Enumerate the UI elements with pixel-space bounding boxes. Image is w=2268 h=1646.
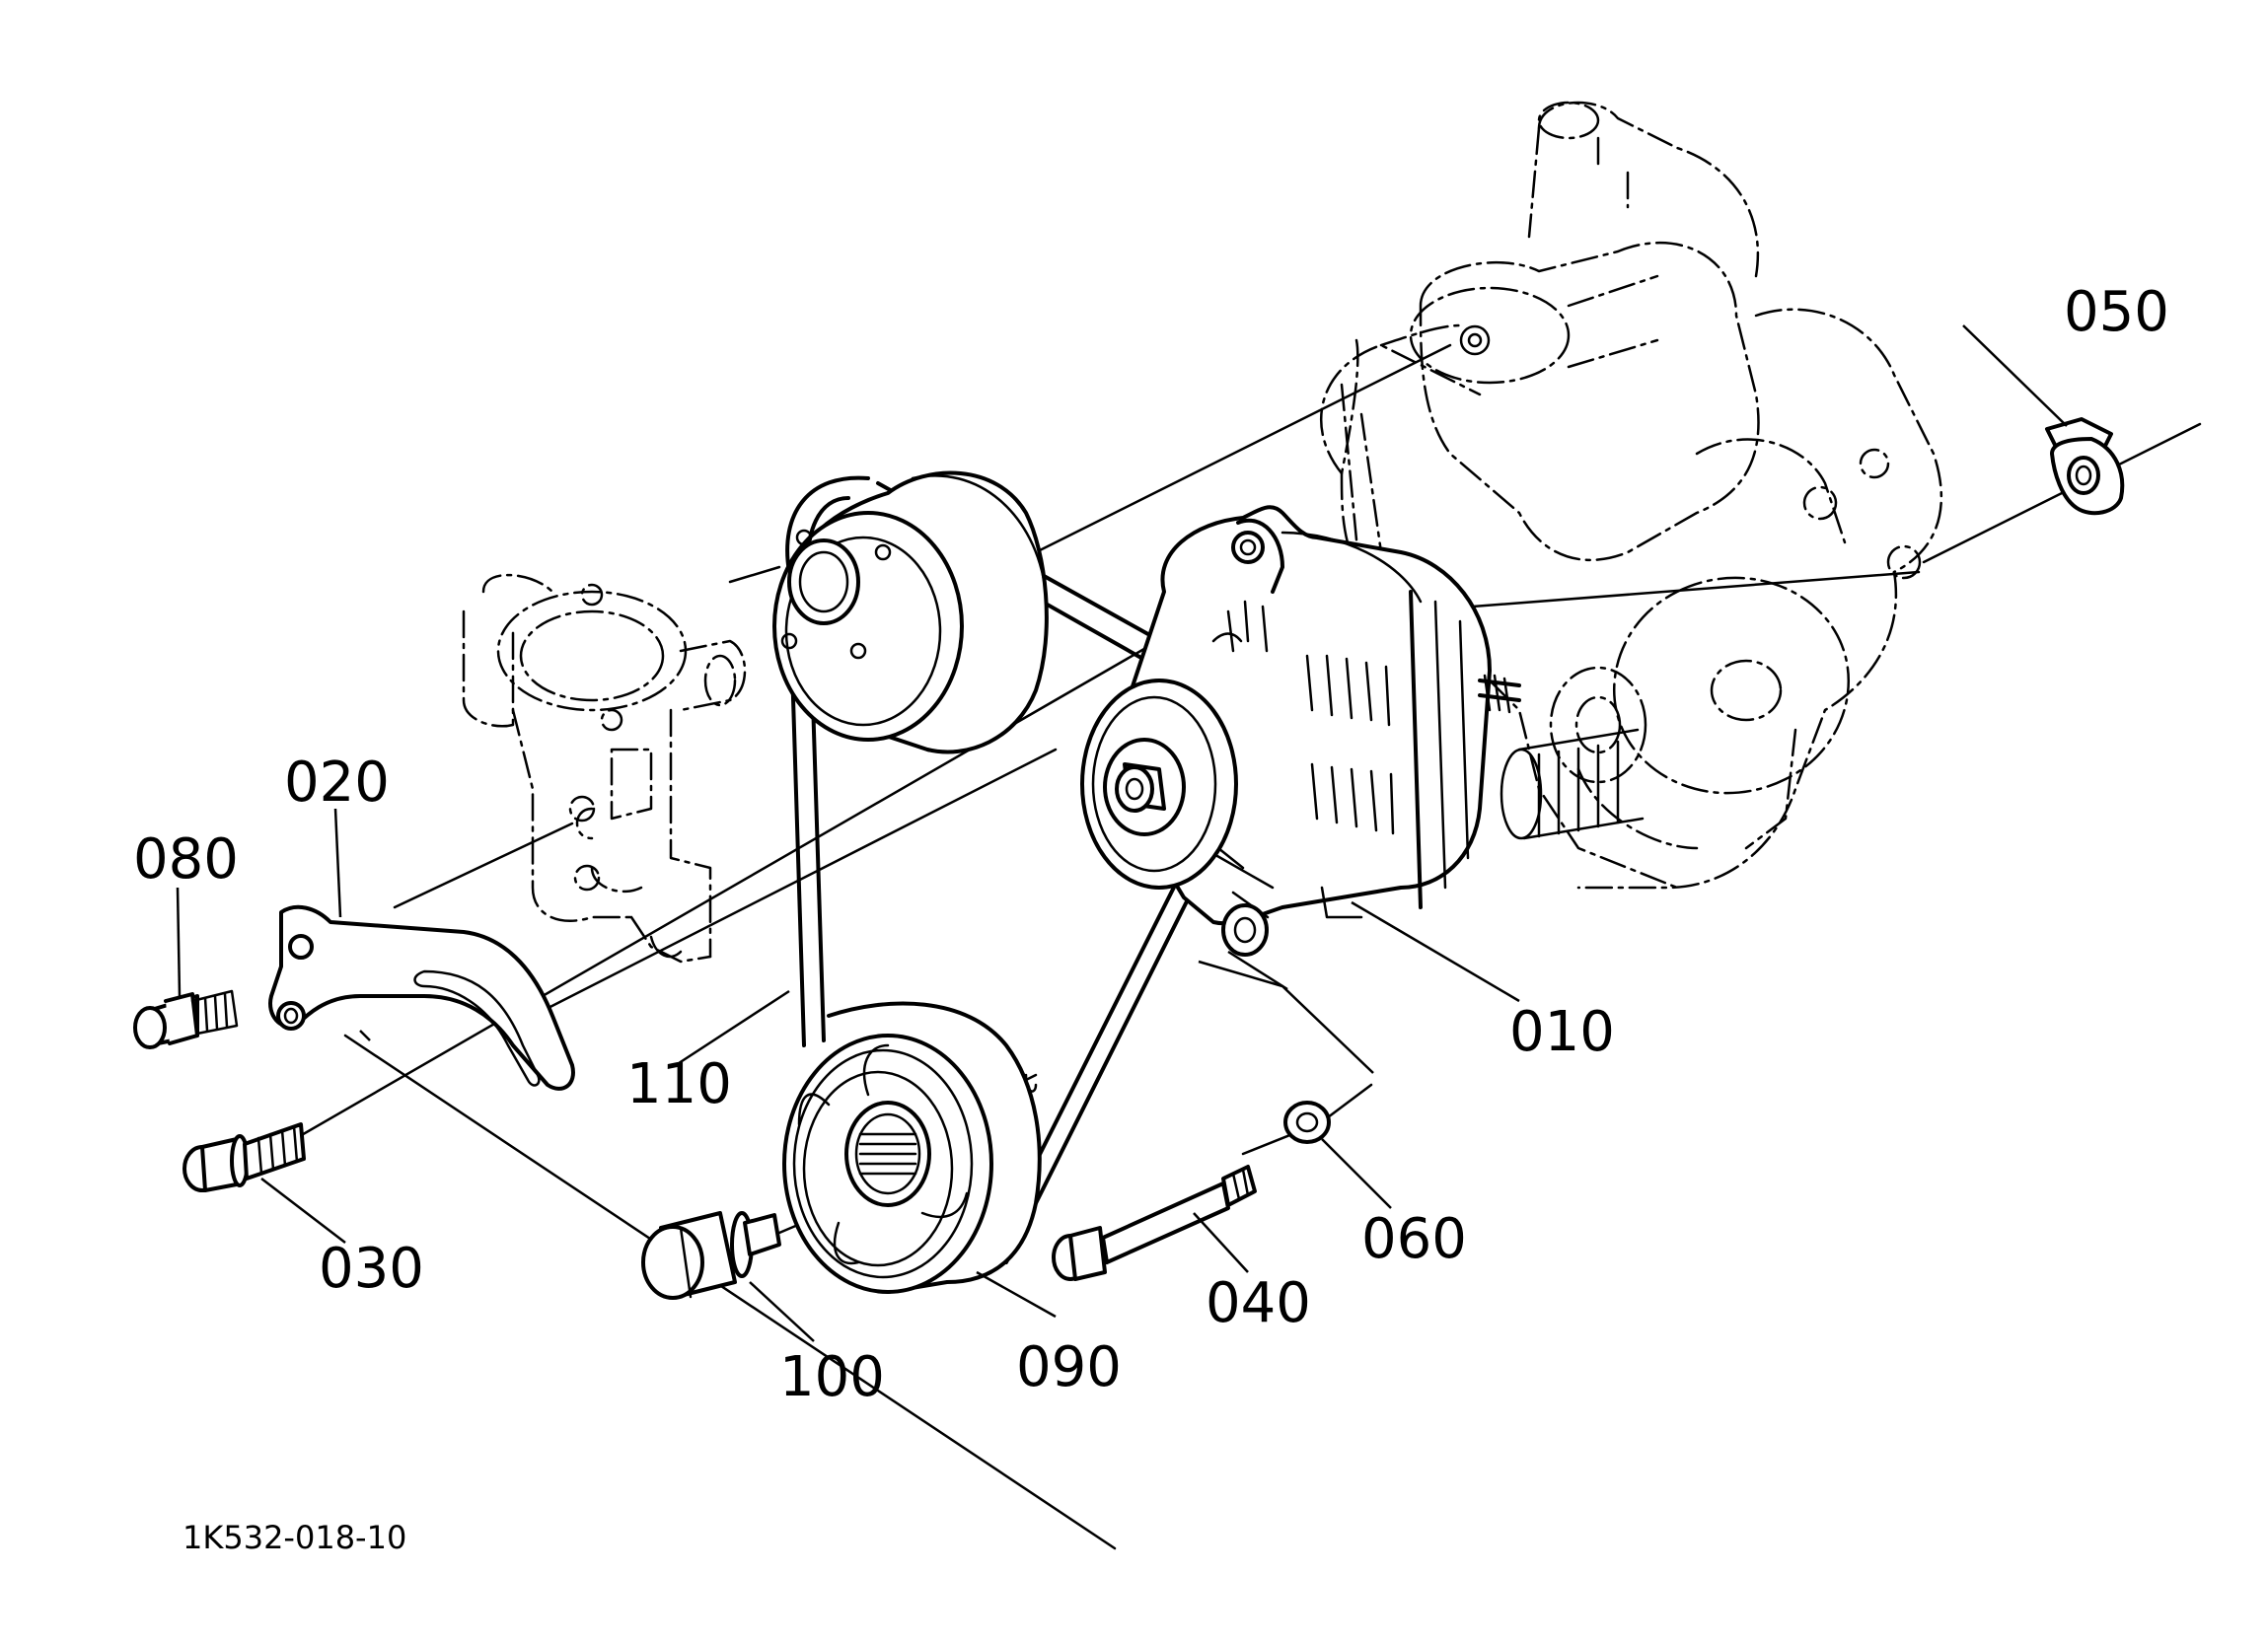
part-060-washer [1283,1101,1331,1144]
part-040-long-bolt [1052,1165,1257,1281]
part-050-nut-clip [2045,417,2125,516]
label-030: 030 [319,1237,424,1301]
label-110: 110 [626,1052,732,1116]
part-090-crank-pulley [782,1001,1042,1294]
label-010: 010 [1509,1000,1615,1064]
label-080: 080 [133,827,239,892]
part-number-labels: 050 020 080 110 010 060 040 090 100 030 [133,280,2169,1409]
thermostat-housing-phantom [462,573,747,964]
label-090: 090 [1016,1335,1122,1399]
part-020-bracket [268,904,575,1091]
water-pump-pulley [772,470,1049,754]
leader-lines [176,324,2068,1342]
drawing-code: 1K532-018-10 [183,1519,406,1556]
part-080-bolt [133,989,239,1049]
part-030-flange-bolt [183,1122,306,1192]
label-020: 020 [284,751,390,815]
part-100-crank-bolt [641,1211,781,1300]
label-050: 050 [2064,280,2169,344]
label-040: 040 [1206,1271,1311,1335]
label-060: 060 [1361,1207,1467,1271]
label-100: 100 [779,1345,885,1409]
alternator-pulley [1080,679,1238,890]
